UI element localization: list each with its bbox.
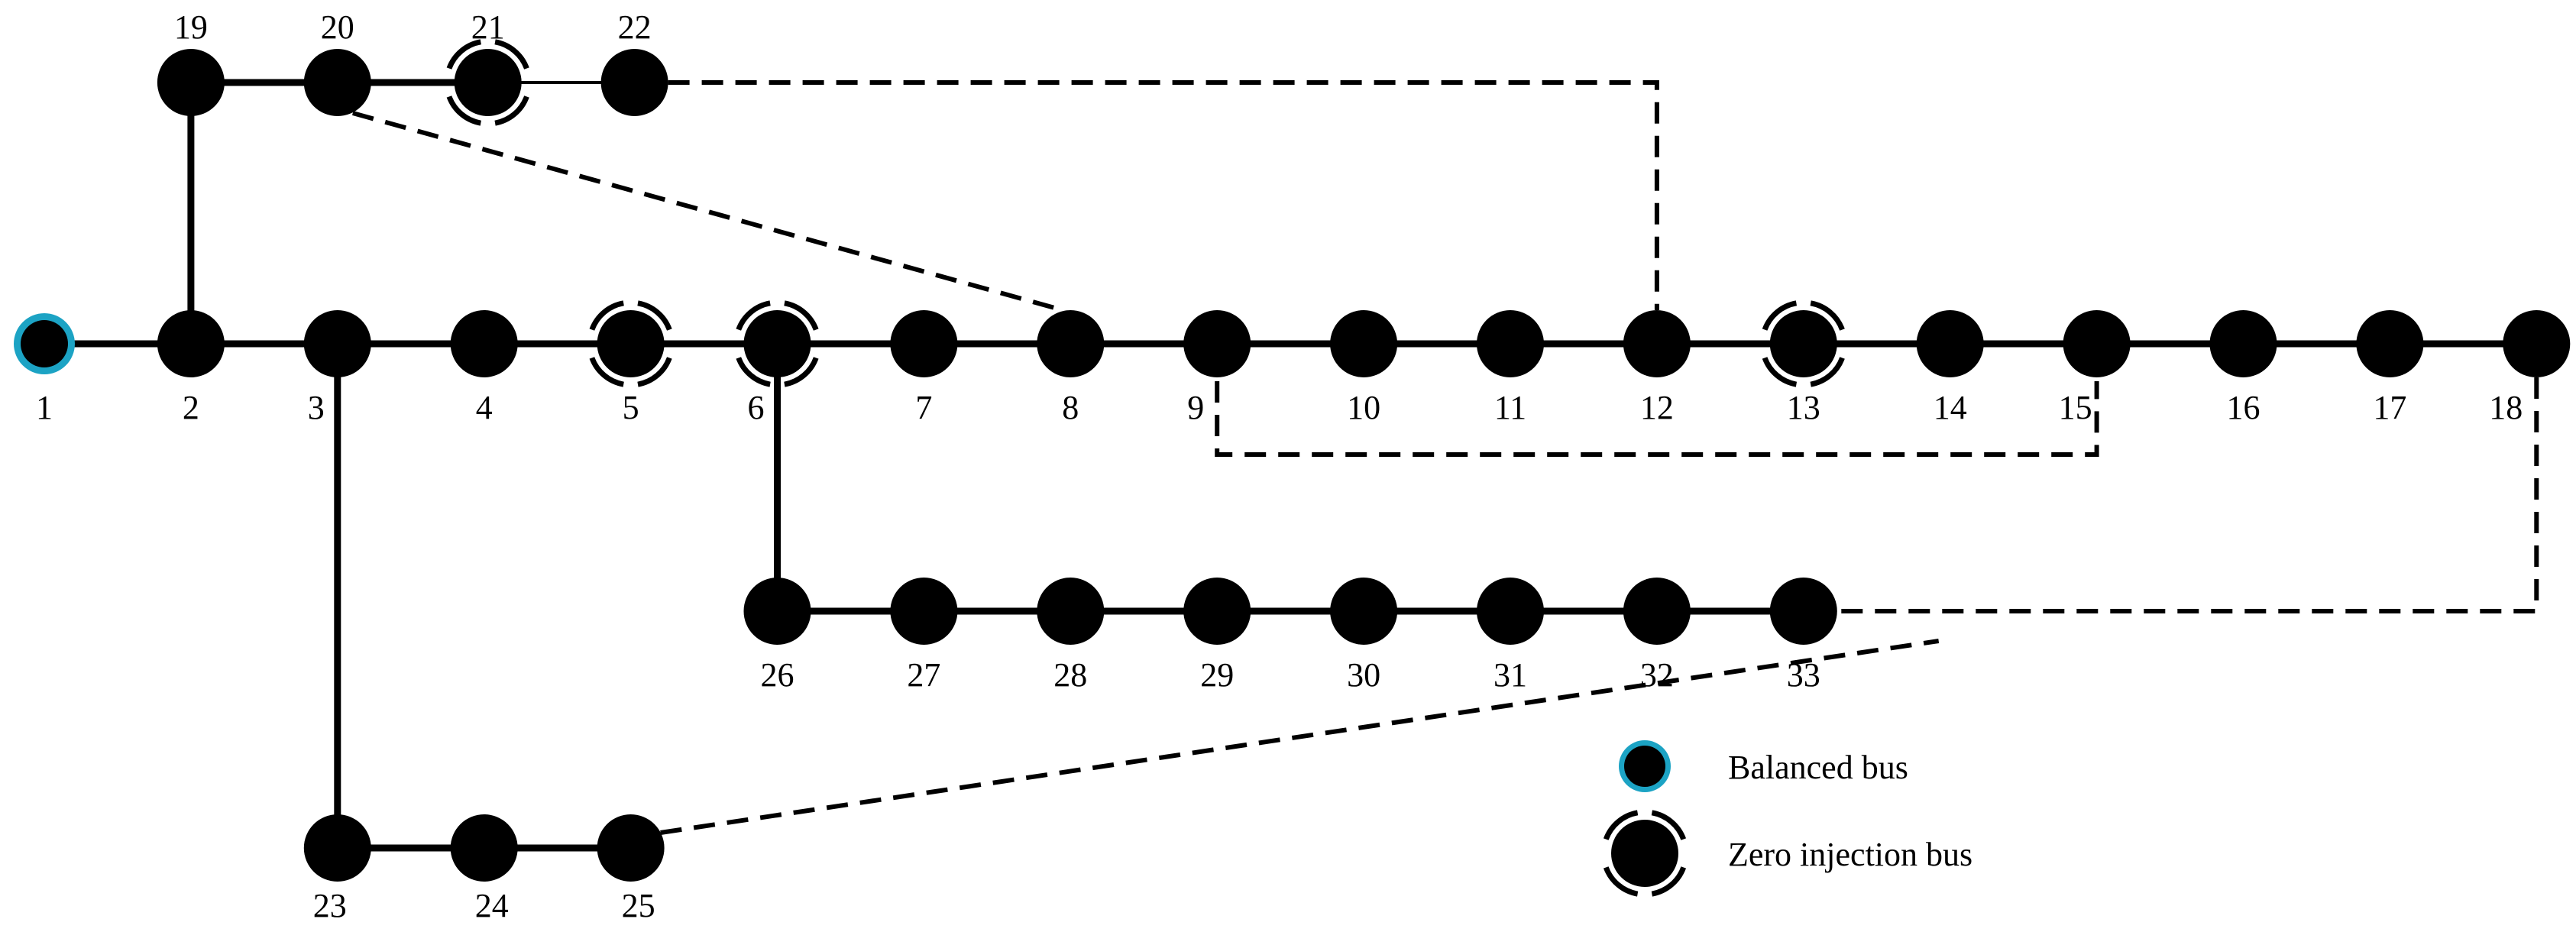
bus-21 bbox=[446, 39, 529, 126]
bus-29 bbox=[1183, 578, 1251, 645]
bus-label-30: 30 bbox=[1347, 656, 1380, 694]
bus-13 bbox=[1762, 300, 1845, 387]
bus-23 bbox=[303, 814, 371, 882]
bus-label-1: 1 bbox=[36, 389, 53, 426]
bus-15 bbox=[2063, 310, 2131, 377]
bus-18 bbox=[2503, 310, 2571, 377]
bus-label-2: 2 bbox=[183, 389, 199, 426]
zero-injection-marker-5 bbox=[589, 300, 672, 387]
bus-25 bbox=[597, 814, 665, 882]
bus-22 bbox=[600, 49, 668, 116]
bus-label-18: 18 bbox=[2489, 389, 2523, 426]
tie-lines bbox=[351, 80, 2539, 835]
bus-2 bbox=[157, 310, 225, 377]
bus-6 bbox=[736, 300, 819, 387]
zero-injection-marker-13 bbox=[1762, 300, 1845, 387]
bus-31 bbox=[1477, 578, 1544, 645]
bus-label-31: 31 bbox=[1493, 656, 1527, 694]
bus-label-26: 26 bbox=[761, 656, 794, 694]
bus-7 bbox=[890, 310, 958, 377]
bus-label-13: 13 bbox=[1787, 389, 1820, 426]
bus-label-15: 15 bbox=[2059, 389, 2092, 426]
bus-label-7: 7 bbox=[915, 389, 932, 426]
bus-label-16: 16 bbox=[2227, 389, 2260, 426]
bus-label-11: 11 bbox=[1494, 389, 1526, 426]
tie-line-20-8 bbox=[351, 111, 1064, 312]
branches bbox=[44, 79, 2537, 852]
bus-label-3: 3 bbox=[308, 389, 325, 426]
bus-label-5: 5 bbox=[623, 389, 639, 426]
bus-label-21: 21 bbox=[471, 8, 505, 46]
bus-19 bbox=[157, 49, 225, 116]
bus-30 bbox=[1330, 578, 1398, 645]
bus-5 bbox=[589, 300, 672, 387]
legend-zero-injection-label: Zero injection bus bbox=[1728, 836, 1972, 873]
legend-balanced-symbol bbox=[1619, 740, 1671, 792]
bus-24 bbox=[450, 814, 518, 882]
bus-label-14: 14 bbox=[1934, 389, 1967, 426]
bus-14 bbox=[1916, 310, 1984, 377]
bus-12 bbox=[1623, 310, 1691, 377]
bus-label-23: 23 bbox=[313, 887, 347, 924]
bus-label-28: 28 bbox=[1053, 656, 1087, 694]
bus-3 bbox=[303, 310, 371, 377]
bus-label-19: 19 bbox=[174, 8, 208, 46]
bus-32 bbox=[1623, 578, 1691, 645]
bus-16 bbox=[2209, 310, 2277, 377]
bus-9 bbox=[1183, 310, 1251, 377]
bus-17 bbox=[2356, 310, 2424, 377]
bus-label-25: 25 bbox=[622, 887, 655, 924]
tie-line-22-12 bbox=[668, 80, 1659, 310]
zero-injection-marker-21 bbox=[446, 39, 529, 126]
bus-11 bbox=[1477, 310, 1544, 377]
bus-label-29: 29 bbox=[1200, 656, 1234, 694]
bus-label-10: 10 bbox=[1347, 389, 1380, 426]
legend: Balanced bus Zero injection bus bbox=[1603, 740, 1972, 897]
bus-28 bbox=[1037, 578, 1105, 645]
bus-label-17: 17 bbox=[2373, 389, 2406, 426]
bus-label-9: 9 bbox=[1187, 389, 1204, 426]
bus-1 bbox=[14, 313, 75, 374]
bus-27 bbox=[890, 578, 958, 645]
bus-10 bbox=[1330, 310, 1398, 377]
bus-label-20: 20 bbox=[321, 8, 354, 46]
legend-zero-injection-arcs bbox=[1603, 810, 1687, 897]
bus-label-24: 24 bbox=[475, 887, 509, 924]
bus-20 bbox=[303, 49, 371, 116]
legend-zero-injection-symbol bbox=[1603, 810, 1687, 897]
bus-label-6: 6 bbox=[748, 389, 765, 426]
bus-label-4: 4 bbox=[476, 389, 493, 426]
bus-4 bbox=[450, 310, 518, 377]
bus-33 bbox=[1769, 578, 1837, 645]
bus-label-8: 8 bbox=[1062, 389, 1079, 426]
bus-label-12: 12 bbox=[1640, 389, 1674, 426]
buses bbox=[14, 39, 2571, 882]
zero-injection-marker-6 bbox=[736, 300, 819, 387]
legend-balanced-label: Balanced bus bbox=[1728, 749, 1908, 786]
bus-label-32: 32 bbox=[1640, 656, 1674, 694]
tie-line-9-15 bbox=[1215, 381, 2099, 457]
bus-label-33: 33 bbox=[1787, 656, 1820, 694]
tie-line-25-29 bbox=[660, 639, 1940, 835]
tie-line-18-33 bbox=[1837, 377, 2539, 613]
bus-8 bbox=[1037, 310, 1105, 377]
bus-label-27: 27 bbox=[907, 656, 940, 694]
bus-label-22: 22 bbox=[618, 8, 652, 46]
bus-26 bbox=[743, 578, 811, 645]
